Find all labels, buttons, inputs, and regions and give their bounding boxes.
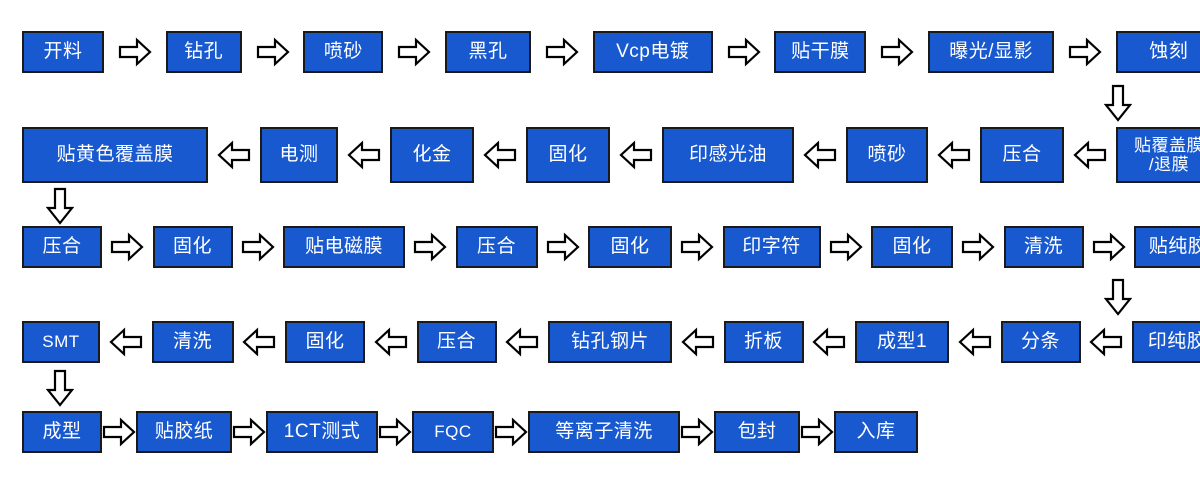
process-node[interactable]: 固化 — [871, 226, 953, 268]
process-node[interactable]: 清洗 — [151, 321, 234, 363]
process-node[interactable]: 喷砂 — [303, 31, 384, 73]
process-node[interactable]: 电测 — [260, 127, 338, 183]
process-node[interactable]: 贴干膜 — [774, 31, 867, 73]
arrow-right-icon — [110, 232, 144, 262]
arrow-down-icon — [1104, 84, 1132, 122]
arrow-right-icon — [1092, 232, 1126, 262]
process-node[interactable]: 压合 — [455, 226, 538, 268]
arrow-left-icon — [374, 327, 408, 357]
flow-row-4: SMT 清洗 固化 压合 钻孔钢片 折板 成型1 分条 印纯胶 — [0, 321, 1200, 363]
arrow-left-icon — [347, 140, 381, 170]
process-node[interactable]: 压合 — [980, 127, 1064, 183]
arrow-down-icon — [46, 187, 74, 225]
process-node[interactable]: 入库 — [834, 411, 918, 453]
arrow-left-icon — [242, 327, 276, 357]
process-node[interactable]: 分条 — [1000, 321, 1081, 363]
arrow-right-icon — [494, 417, 528, 447]
process-node[interactable]: 压合 — [416, 321, 497, 363]
flow-row-2: 贴黄色覆盖膜 电测 化金 固化 印感光油 喷砂 压合 贴覆盖膜 /退膜 — [0, 127, 1200, 183]
process-node[interactable]: 固化 — [526, 127, 610, 183]
arrow-left-icon — [217, 140, 251, 170]
process-node[interactable]: 成型 — [22, 411, 102, 453]
process-node[interactable]: 蚀刻 — [1115, 31, 1200, 73]
process-node[interactable]: 清洗 — [1003, 226, 1084, 268]
process-node[interactable]: 固化 — [152, 226, 233, 268]
arrow-left-icon — [505, 327, 539, 357]
arrow-left-icon — [483, 140, 517, 170]
arrow-right-icon — [378, 417, 412, 447]
process-node[interactable]: 喷砂 — [846, 127, 928, 183]
process-node[interactable]: 印字符 — [722, 226, 821, 268]
process-node[interactable]: 钻孔 — [165, 31, 242, 73]
flow-row-3: 压合 固化 贴电磁膜 压合 固化 印字符 固化 清洗 贴纯胶 — [0, 226, 1200, 268]
process-node[interactable]: 钻孔钢片 — [548, 321, 672, 363]
arrow-left-icon — [937, 140, 971, 170]
arrow-right-icon — [880, 37, 914, 67]
arrow-right-icon — [680, 232, 714, 262]
process-node[interactable]: FQC — [412, 411, 494, 453]
process-node[interactable]: 包封 — [714, 411, 800, 453]
process-node[interactable]: SMT — [22, 321, 100, 363]
arrow-left-icon — [109, 327, 143, 357]
arrow-down-icon — [1104, 278, 1132, 316]
arrow-right-icon — [546, 232, 580, 262]
process-node[interactable]: 贴黄色覆盖膜 — [22, 127, 208, 183]
process-node[interactable]: 等离子清洗 — [528, 411, 680, 453]
arrow-right-icon — [727, 37, 761, 67]
arrow-right-icon — [413, 232, 447, 262]
process-node[interactable]: 贴纯胶 — [1134, 226, 1200, 268]
arrow-left-icon — [803, 140, 837, 170]
process-node[interactable]: 曝光/显影 — [928, 31, 1055, 73]
arrow-right-icon — [241, 232, 275, 262]
process-node[interactable]: 开料 — [22, 31, 104, 73]
process-node[interactable]: 1CT测式 — [266, 411, 378, 453]
arrow-left-icon — [1089, 327, 1123, 357]
arrow-right-icon — [256, 37, 290, 67]
arrow-right-icon — [961, 232, 995, 262]
arrow-left-icon — [958, 327, 992, 357]
arrow-right-icon — [397, 37, 431, 67]
arrow-right-icon — [1068, 37, 1102, 67]
process-node[interactable]: 固化 — [588, 226, 672, 268]
process-node[interactable]: 印纯胶 — [1132, 321, 1200, 363]
process-node[interactable]: 压合 — [22, 226, 102, 268]
process-node[interactable]: 贴电磁膜 — [283, 226, 405, 268]
arrow-left-icon — [619, 140, 653, 170]
process-node[interactable]: 印感光油 — [662, 127, 794, 183]
arrow-right-icon — [800, 417, 834, 447]
arrow-right-icon — [829, 232, 863, 262]
arrow-left-icon — [812, 327, 846, 357]
arrow-right-icon — [232, 417, 266, 447]
process-node[interactable]: Vcp电镀 — [592, 31, 713, 73]
process-node[interactable]: 贴胶纸 — [136, 411, 232, 453]
arrow-right-icon — [545, 37, 579, 67]
arrow-left-icon — [1073, 140, 1107, 170]
process-node[interactable]: 贴覆盖膜 /退膜 — [1116, 127, 1200, 183]
flow-row-1: 开料 钻孔 喷砂 黑孔 Vcp电镀 贴干膜 曝光/显影 蚀刻 — [0, 31, 1200, 73]
arrow-right-icon — [118, 37, 152, 67]
arrow-down-icon — [46, 369, 74, 407]
arrow-right-icon — [102, 417, 136, 447]
flow-row-5: 成型 贴胶纸 1CT测式 FQC 等离子清洗 包封 入库 — [0, 411, 1200, 453]
arrow-left-icon — [681, 327, 715, 357]
process-node[interactable]: 化金 — [390, 127, 474, 183]
process-node[interactable]: 折板 — [723, 321, 804, 363]
process-node[interactable]: 固化 — [285, 321, 365, 363]
arrow-right-icon — [680, 417, 714, 447]
process-node[interactable]: 黑孔 — [445, 31, 532, 73]
process-node[interactable]: 成型1 — [855, 321, 949, 363]
